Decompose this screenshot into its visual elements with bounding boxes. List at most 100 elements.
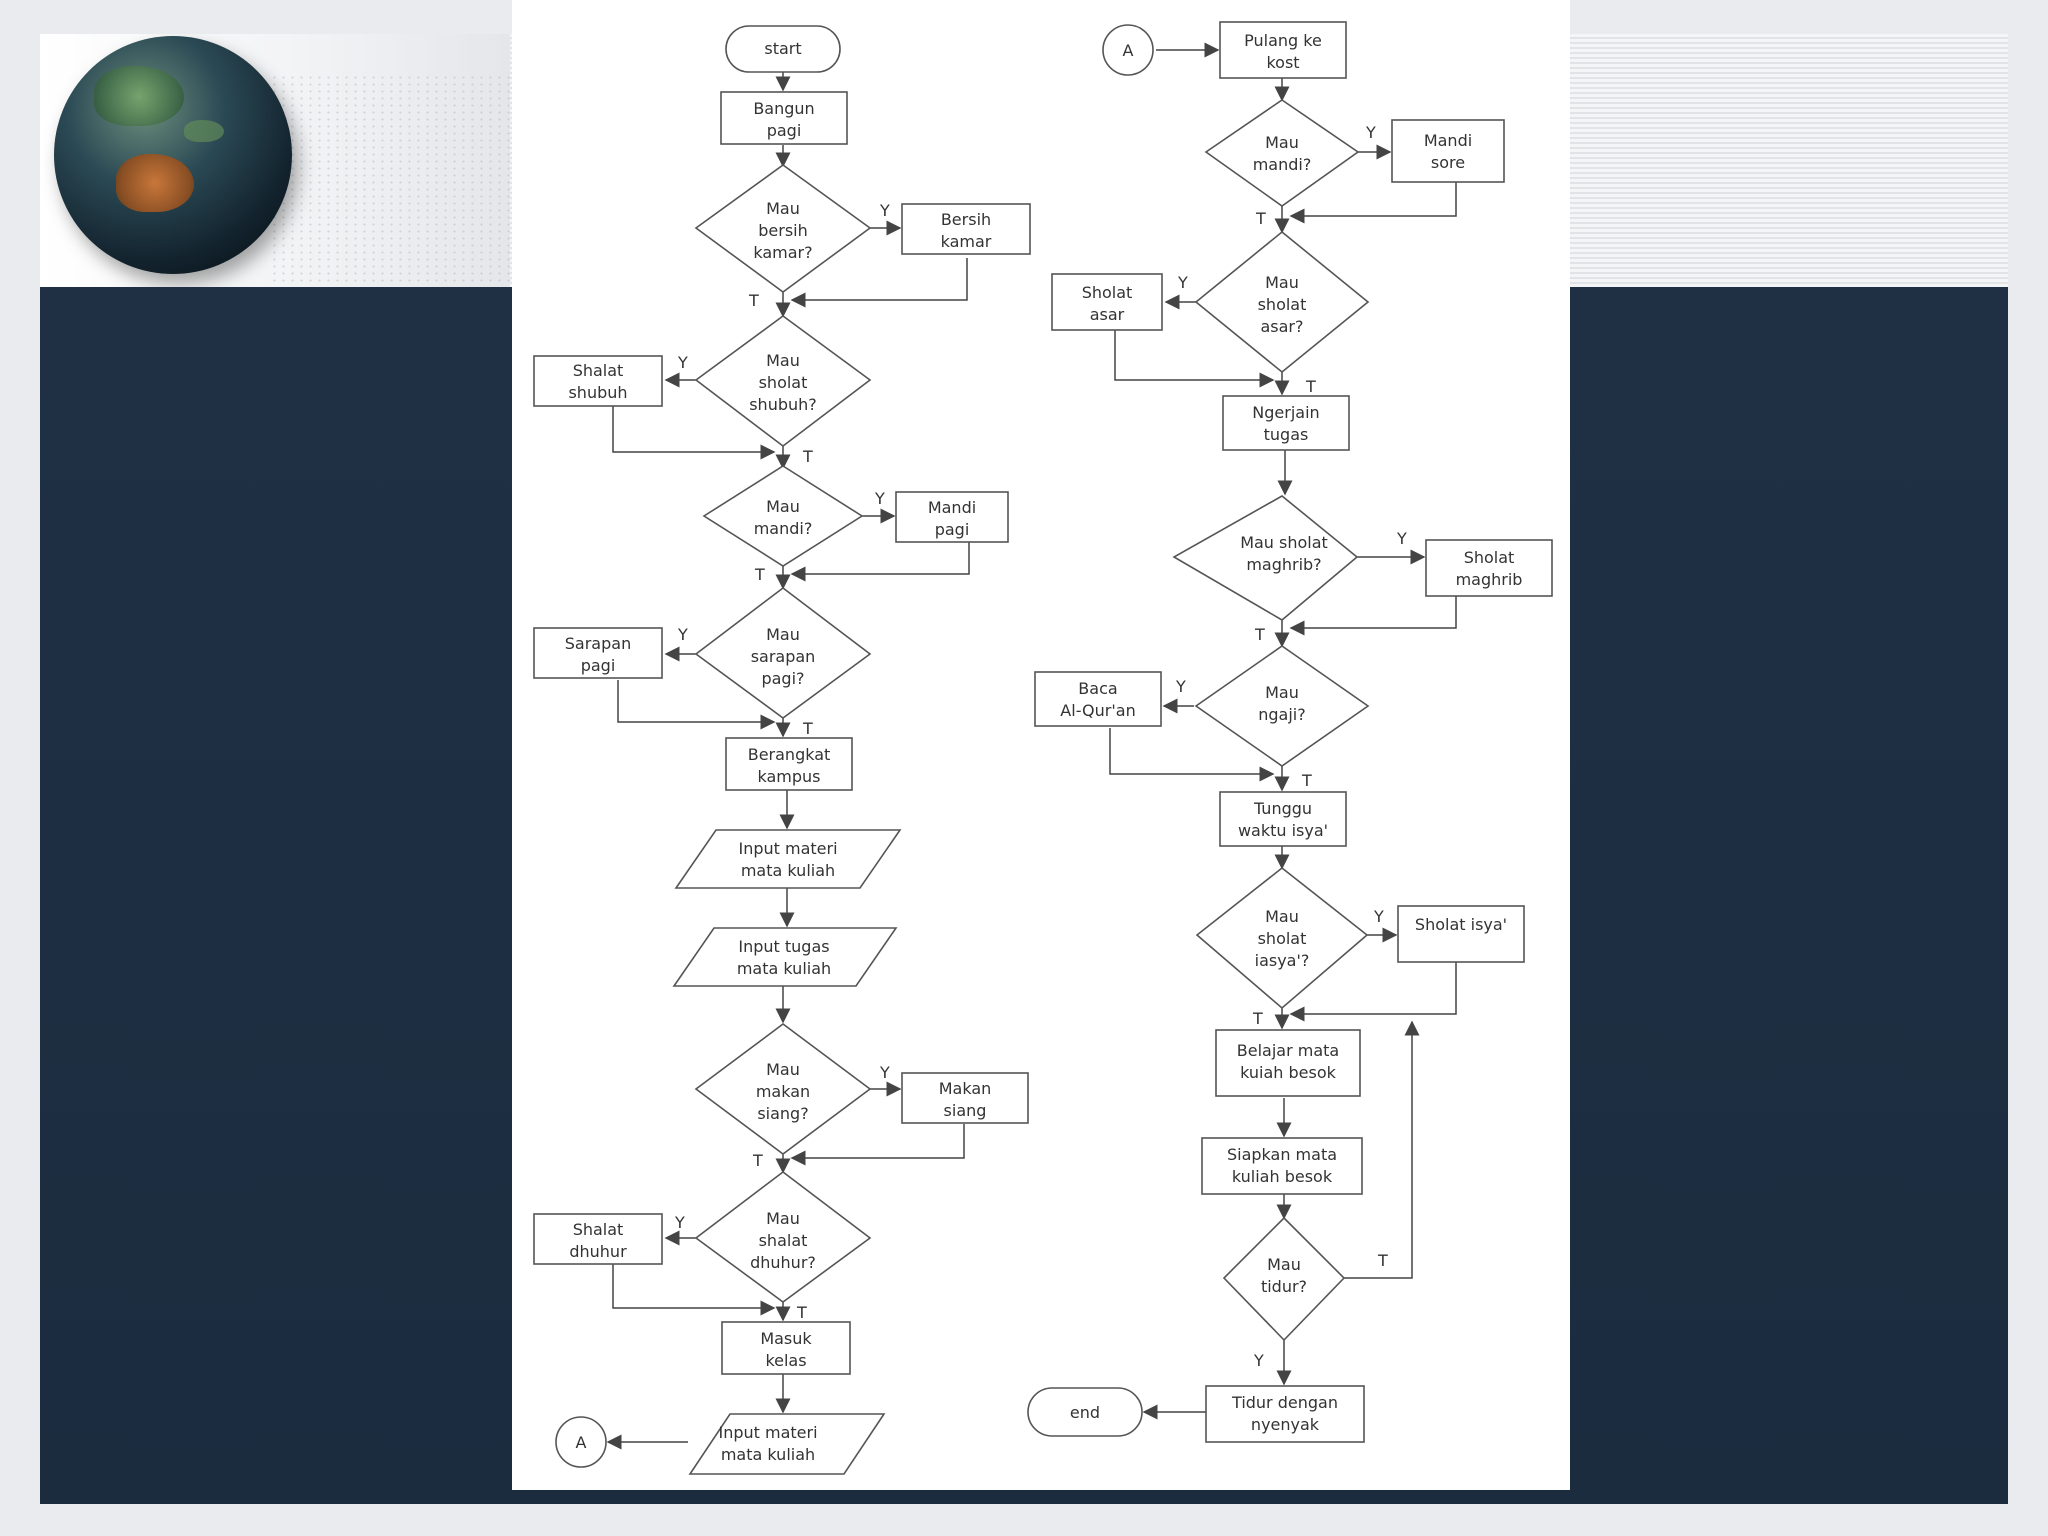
input-materi-io — [674, 829, 902, 889]
node-text: sarapan — [751, 647, 816, 666]
sholat-shubuh-decision — [694, 315, 872, 448]
no-label: T — [1305, 377, 1316, 396]
mandi-sore-decision — [1204, 99, 1360, 207]
yes-label: Y — [1365, 123, 1376, 142]
no-label: T — [1254, 625, 1265, 644]
shalat-shubuh-process — [533, 355, 663, 407]
mandi-pagi-process — [895, 491, 1009, 543]
end-terminal — [1027, 1387, 1143, 1437]
no-label: T — [754, 565, 765, 584]
edge-merge — [612, 406, 776, 460]
globe-image-frame — [40, 34, 510, 287]
node-text: shubuh? — [749, 395, 817, 414]
connector-label: A — [1123, 41, 1134, 60]
node-text: Input tugas — [738, 937, 829, 956]
node-text: Sarapan — [565, 634, 631, 653]
node-text: Ngerjain — [1252, 403, 1319, 422]
mandi-sore-process — [1391, 119, 1505, 183]
no-label: T — [1377, 1251, 1388, 1270]
node-text: Shalat — [573, 361, 624, 380]
node-text: Mau — [766, 497, 800, 516]
bersih-kamar-decision — [694, 164, 872, 293]
node-text: Mau — [1267, 1255, 1301, 1274]
edge-merge — [1289, 182, 1457, 224]
node-text: Mau — [1265, 683, 1299, 702]
yes-label: Y — [674, 1213, 685, 1232]
node-text: kost — [1266, 53, 1299, 72]
node-text: asar? — [1260, 317, 1303, 336]
flowchart-diagram: start Bangun pagi Mau bersih kamar? Bers… — [533, 21, 1553, 1475]
masuk-kelas-process — [721, 1321, 851, 1375]
yes-label: Y — [677, 625, 688, 644]
globe-landmass-australia — [116, 154, 194, 212]
yes-label: Y — [1253, 1351, 1264, 1370]
sholat-asar-process — [1051, 273, 1163, 331]
node-text: Masuk — [760, 1329, 812, 1348]
no-label: T — [802, 719, 813, 738]
node-text: Mau — [1265, 907, 1299, 926]
end-label: end — [1070, 1403, 1100, 1422]
node-text: tugas — [1264, 425, 1309, 444]
node-text: maghrib? — [1246, 555, 1321, 574]
yes-label: Y — [1177, 273, 1188, 292]
bangun-pagi-process — [720, 91, 848, 145]
node-text: kuliah besok — [1232, 1167, 1333, 1186]
node-text: siang? — [757, 1104, 808, 1123]
shalat-dhuhur-process — [533, 1213, 663, 1265]
node-text: sore — [1431, 153, 1465, 172]
node-text: iasya'? — [1255, 951, 1310, 970]
edge-merge — [1289, 596, 1457, 636]
node-text: dhuhur? — [750, 1253, 816, 1272]
shalat-dhuhur-decision — [694, 1170, 872, 1303]
mandi-pagi-decision — [702, 465, 864, 567]
bersih-kamar-process — [901, 203, 1031, 255]
edge-merge — [1289, 962, 1457, 1022]
no-label: T — [796, 1303, 807, 1322]
node-text: mandi? — [1253, 155, 1312, 174]
node-text: Berangkat — [748, 745, 831, 764]
yes-label: Y — [1373, 907, 1384, 926]
yes-label: Y — [879, 201, 890, 220]
node-text: pagi — [935, 520, 970, 539]
node-text: Mau — [1265, 133, 1299, 152]
sholat-maghrib-process — [1425, 539, 1553, 597]
globe-landmass-asia — [94, 66, 184, 126]
no-label: T — [1255, 209, 1266, 228]
input-tugas-io — [672, 927, 898, 987]
sarapan-pagi-decision — [694, 586, 872, 719]
sholat-asar-decision — [1194, 230, 1370, 374]
node-text: pagi? — [761, 669, 804, 688]
node-text: sholat — [1258, 295, 1307, 314]
left-flow: start Bangun pagi Mau bersih kamar? Bers… — [533, 25, 1031, 1475]
right-flow: A Pulang ke kost Mau mandi? Mandi sore M… — [1027, 21, 1553, 1443]
edge-merge — [612, 1264, 776, 1316]
tidur-process — [1205, 1385, 1365, 1443]
yes-label: Y — [1396, 529, 1407, 548]
node-text: Sholat — [1464, 548, 1515, 567]
node-text: Input materi — [738, 839, 837, 858]
node-text: Belajar mata — [1237, 1041, 1339, 1060]
pulang-kost-process — [1219, 21, 1347, 79]
node-text: asar — [1090, 305, 1125, 324]
belajar-process — [1215, 1029, 1361, 1097]
edge-merge — [1109, 728, 1275, 782]
node-text: Mandi — [928, 498, 976, 517]
node-text: tidur? — [1261, 1277, 1307, 1296]
node-text: Tunggu — [1253, 799, 1312, 818]
node-text: kelas — [765, 1351, 806, 1370]
node-text: Al-Qur'an — [1060, 701, 1135, 720]
no-label: T — [1301, 771, 1312, 790]
flowchart-page: start Bangun pagi Mau bersih kamar? Bers… — [512, 0, 1570, 1490]
node-text: Mau — [766, 351, 800, 370]
node-text: Shalat — [573, 1220, 624, 1239]
siapkan-process — [1201, 1137, 1363, 1195]
edge-merge — [790, 258, 968, 308]
node-text: Input materi — [718, 1423, 817, 1442]
sarapan-pagi-process — [533, 627, 663, 679]
node-text: pagi — [767, 121, 802, 140]
yes-label: Y — [879, 1063, 890, 1082]
node-text: mandi? — [754, 519, 813, 538]
connector-label: A — [576, 1433, 587, 1452]
node-text: mata kuliah — [737, 959, 831, 978]
node-text: mata kuliah — [741, 861, 835, 880]
